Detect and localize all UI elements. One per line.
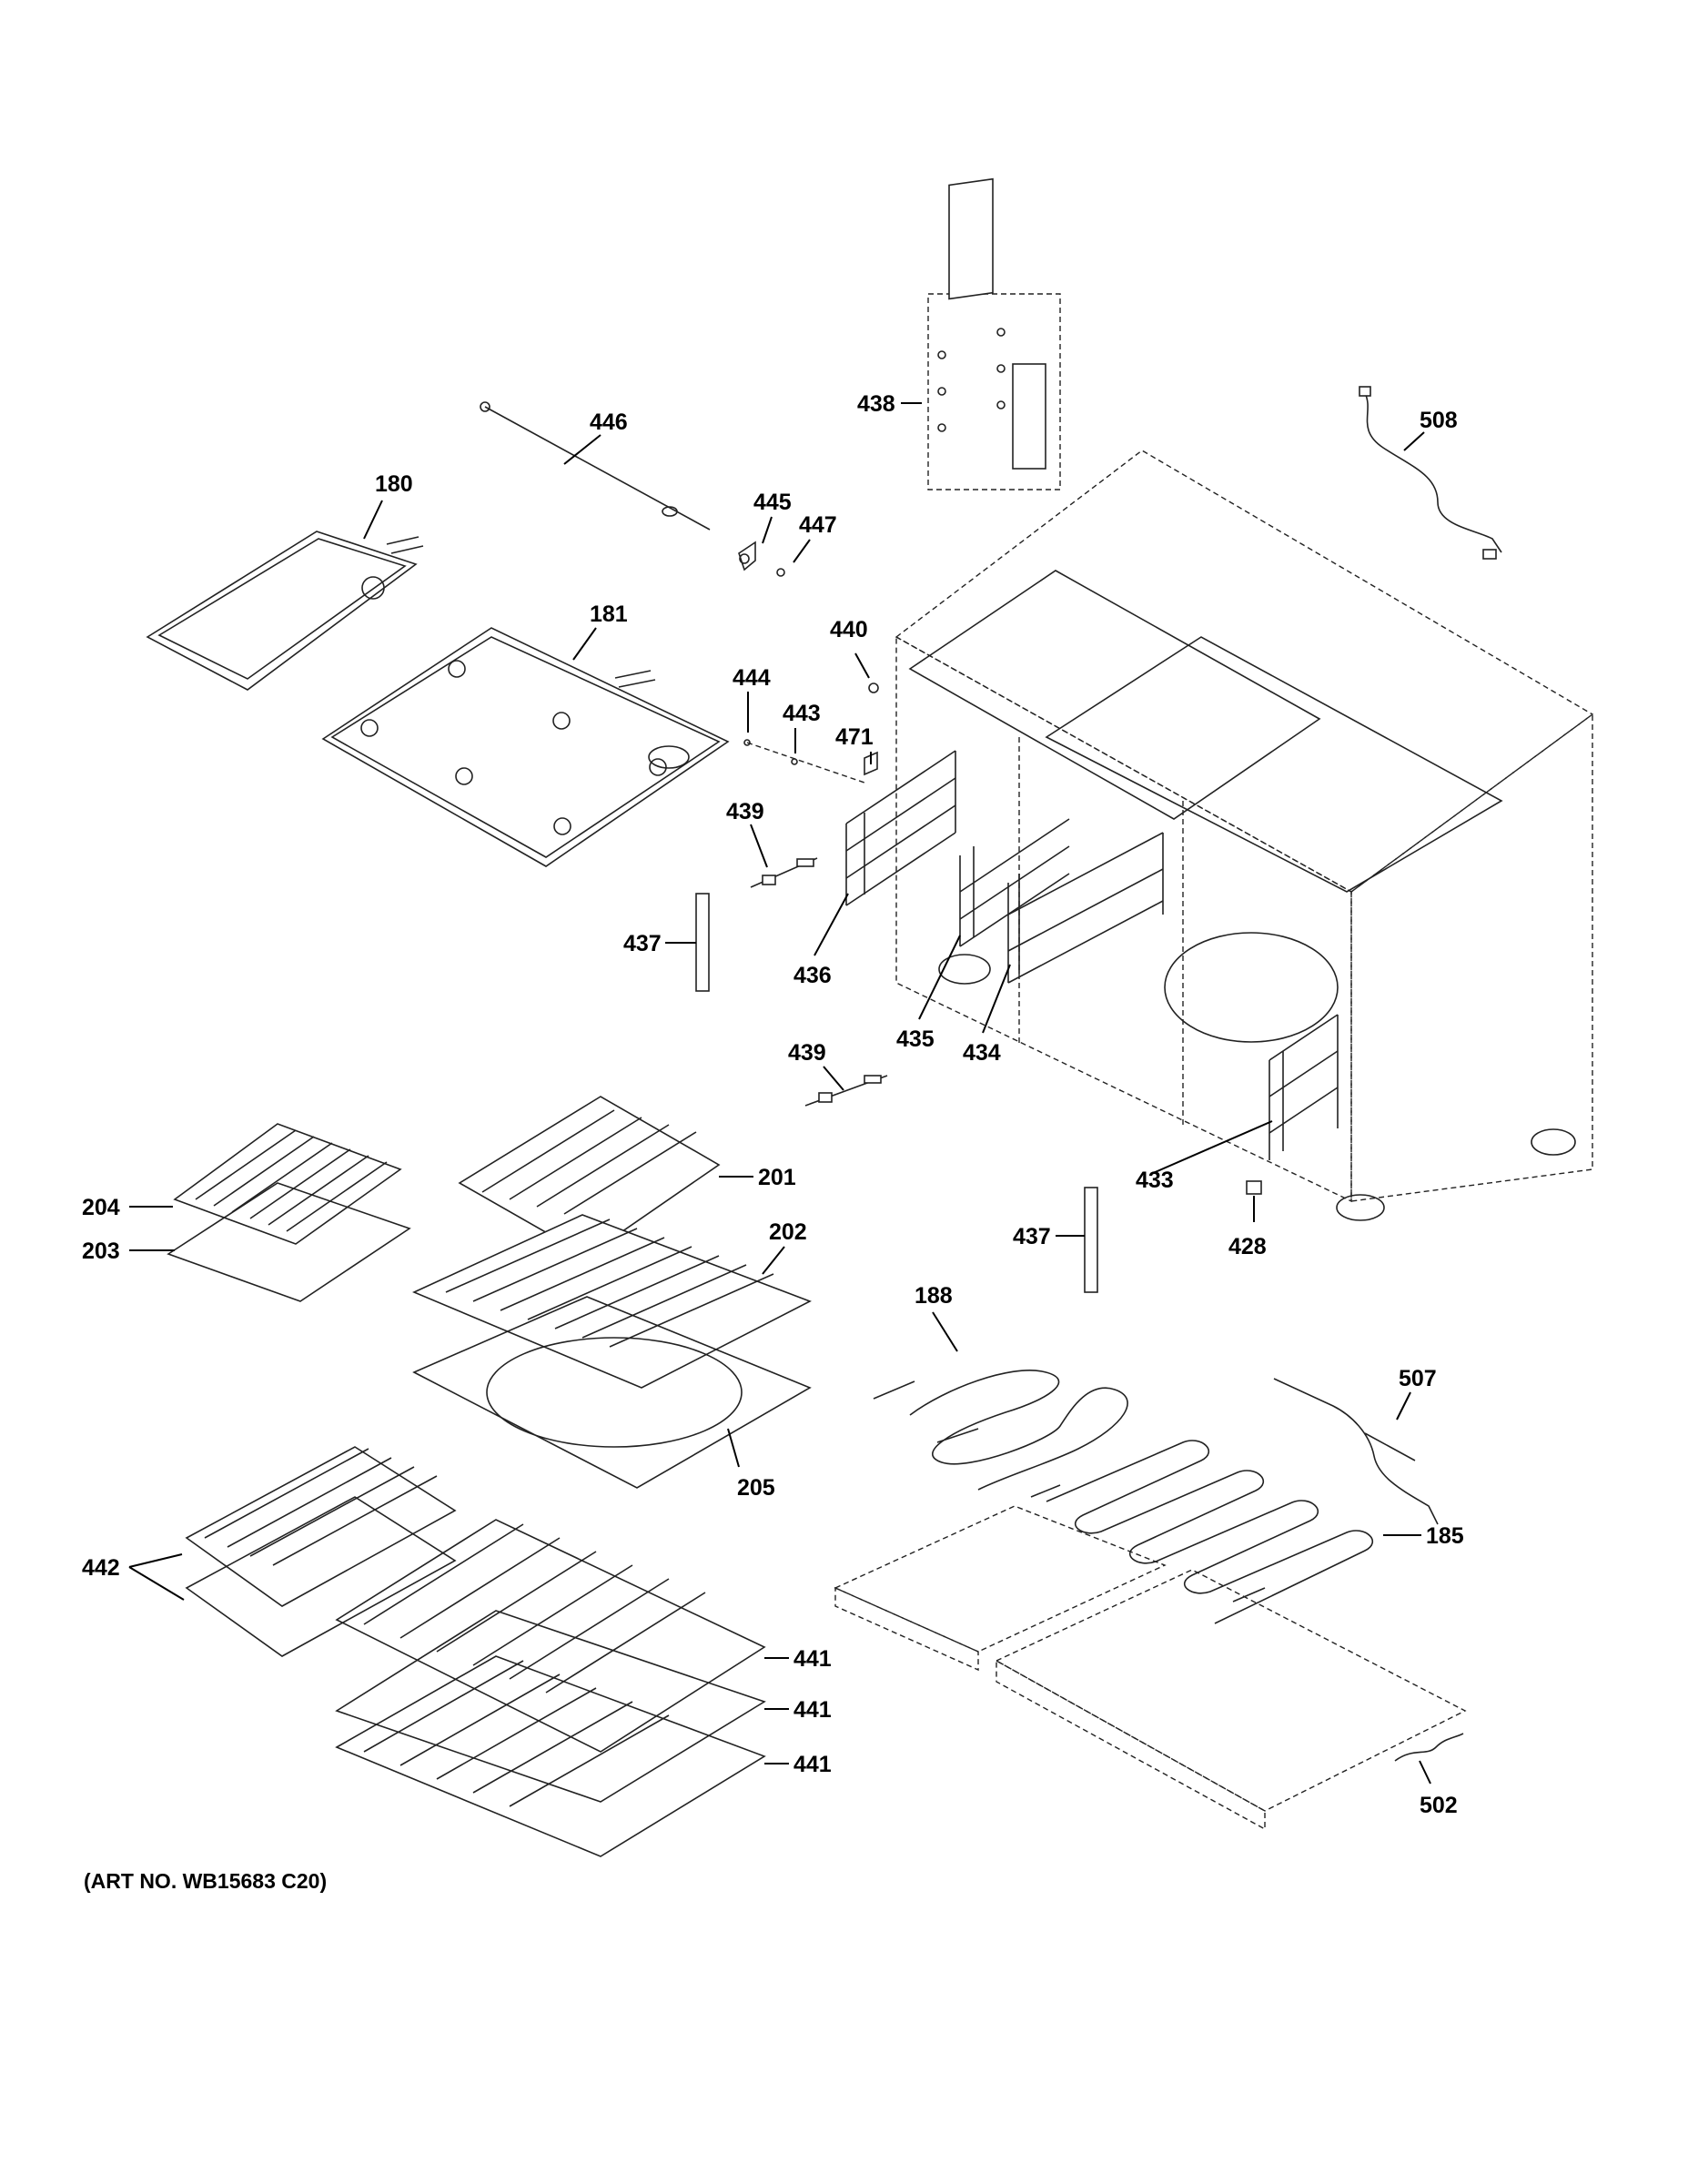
- part-441-rack-3: [335, 1655, 766, 1857]
- callout-443: 443: [783, 701, 821, 726]
- callout-438: 438: [857, 391, 895, 417]
- part-202-broil-rack: [412, 1214, 812, 1389]
- callout-437-upper: 437: [623, 931, 662, 956]
- part-433-rack-support: [1269, 1014, 1339, 1160]
- part-502-wire: [1394, 1733, 1464, 1762]
- part-446-probe: [480, 401, 711, 531]
- part-439-sensor-upper: [750, 857, 818, 888]
- callout-204: 204: [82, 1195, 120, 1220]
- callout-205: 205: [737, 1475, 775, 1501]
- part-507-harness: [1273, 1378, 1439, 1525]
- part-181-panel: [321, 627, 730, 867]
- bottom-panel-right: [995, 1569, 1467, 1831]
- part-441-rack-2: [335, 1610, 766, 1803]
- callout-502: 502: [1420, 1793, 1458, 1818]
- callout-201: 201: [758, 1165, 796, 1190]
- bottom-panel-left: [834, 1505, 1167, 1672]
- part-434-rack-support: [1007, 832, 1164, 984]
- callout-447: 447: [799, 512, 837, 538]
- callout-188: 188: [915, 1283, 953, 1309]
- callout-181: 181: [590, 602, 628, 627]
- callout-434: 434: [963, 1040, 1001, 1066]
- callout-508: 508: [1420, 408, 1458, 433]
- part-443-screw: [791, 758, 798, 765]
- callout-507: 507: [1399, 1366, 1437, 1391]
- callout-labels: 446 180 445 447 438 508 181 440 444 443 …: [82, 391, 1464, 1818]
- part-437-strip-upper: [695, 893, 710, 992]
- part-442-rack-upper: [185, 1446, 457, 1607]
- callout-441-upper: 441: [793, 1646, 832, 1672]
- part-188-bake-element: [873, 1370, 1128, 1491]
- part-442-rack-lower: [185, 1496, 457, 1657]
- oven-cabinet: [895, 450, 1594, 1221]
- part-441-rack-1: [335, 1519, 766, 1753]
- callout-437-lower: 437: [1013, 1224, 1051, 1249]
- callout-428: 428: [1228, 1234, 1267, 1259]
- part-205-pan: [412, 1296, 812, 1489]
- callout-436: 436: [793, 963, 832, 988]
- part-185-broil-element: [1030, 1440, 1373, 1624]
- part-440-plug: [868, 682, 879, 693]
- callout-445: 445: [753, 490, 792, 515]
- callout-444: 444: [733, 665, 771, 691]
- callout-471: 471: [835, 724, 874, 750]
- callout-180: 180: [375, 471, 413, 497]
- part-439-sensor-lower: [804, 1075, 888, 1107]
- part-508-harness: [1364, 392, 1502, 553]
- part-203-broiler-pan: [167, 1182, 411, 1302]
- part-437-strip-lower: [1084, 1187, 1098, 1293]
- callout-433: 433: [1136, 1168, 1174, 1193]
- callout-435: 435: [896, 1026, 935, 1052]
- callout-441-middle: 441: [793, 1697, 832, 1723]
- callout-442: 442: [82, 1555, 120, 1581]
- callout-439-upper: 439: [726, 799, 764, 824]
- callout-185: 185: [1426, 1523, 1464, 1549]
- callout-441-lower: 441: [793, 1752, 832, 1777]
- part-445-clip: [738, 541, 756, 571]
- callout-202: 202: [769, 1219, 807, 1245]
- art-number-caption: (ART NO. WB15683 C20): [84, 1869, 327, 1893]
- part-438-bracket-kit: [927, 177, 1061, 490]
- part-436-rack-support: [845, 750, 956, 906]
- callout-203: 203: [82, 1239, 120, 1264]
- part-204-broiler-grid: [173, 1123, 402, 1245]
- part-447-nut: [776, 568, 785, 577]
- leader-lines: [128, 402, 1431, 1785]
- part-428-foot: [1246, 1180, 1262, 1195]
- callout-446: 446: [590, 410, 628, 435]
- part-435-rack-support: [959, 818, 1070, 947]
- part-180-panel: [146, 531, 424, 691]
- callout-440: 440: [830, 617, 868, 642]
- callout-439-lower: 439: [788, 1040, 826, 1066]
